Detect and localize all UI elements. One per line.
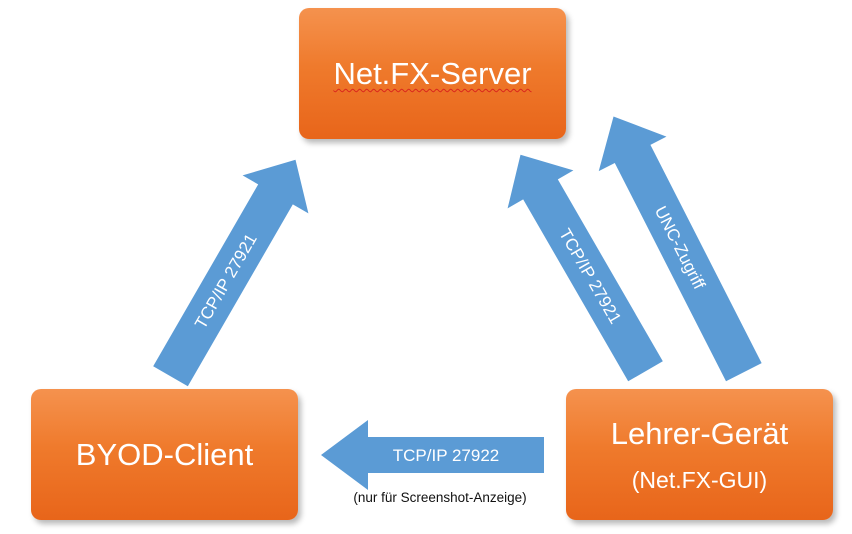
arrow-byod-to-server: TCP/IP 27921 — [153, 159, 309, 387]
lehrer-geraet-node: Lehrer-Gerät (Net.FX-GUI) — [566, 389, 833, 520]
lehrer-subtitle: (Net.FX-GUI) — [632, 467, 767, 494]
screenshot-note: (nur für Screenshot-Anzeige) — [353, 490, 527, 505]
arrow-lehrer-to-server-unc-shape — [598, 116, 762, 382]
lehrer-subtitle-text: (Net.FX-GUI) — [631, 466, 768, 493]
byod-title: BYOD-Client — [75, 436, 254, 472]
arrow-lehrer-to-byod-shape — [321, 420, 544, 490]
arrow-lehrer-to-byod-label: TCP/IP 27922 — [393, 446, 499, 465]
net-fx-server-node: Net.FX-Server — [299, 8, 566, 139]
arrow-lehrer-to-byod: TCP/IP 27922 — [321, 420, 544, 490]
server-title-text: Net.FX-Server — [333, 55, 532, 91]
arrow-byod-to-server-shape — [153, 159, 309, 387]
arrow-lehrer-to-server-tcp-shape — [507, 154, 663, 382]
byod-client-node: BYOD-Client — [31, 389, 298, 520]
server-title: Net.FX-Server — [333, 55, 531, 92]
lehrer-title: Lehrer-Gerät — [610, 416, 789, 452]
